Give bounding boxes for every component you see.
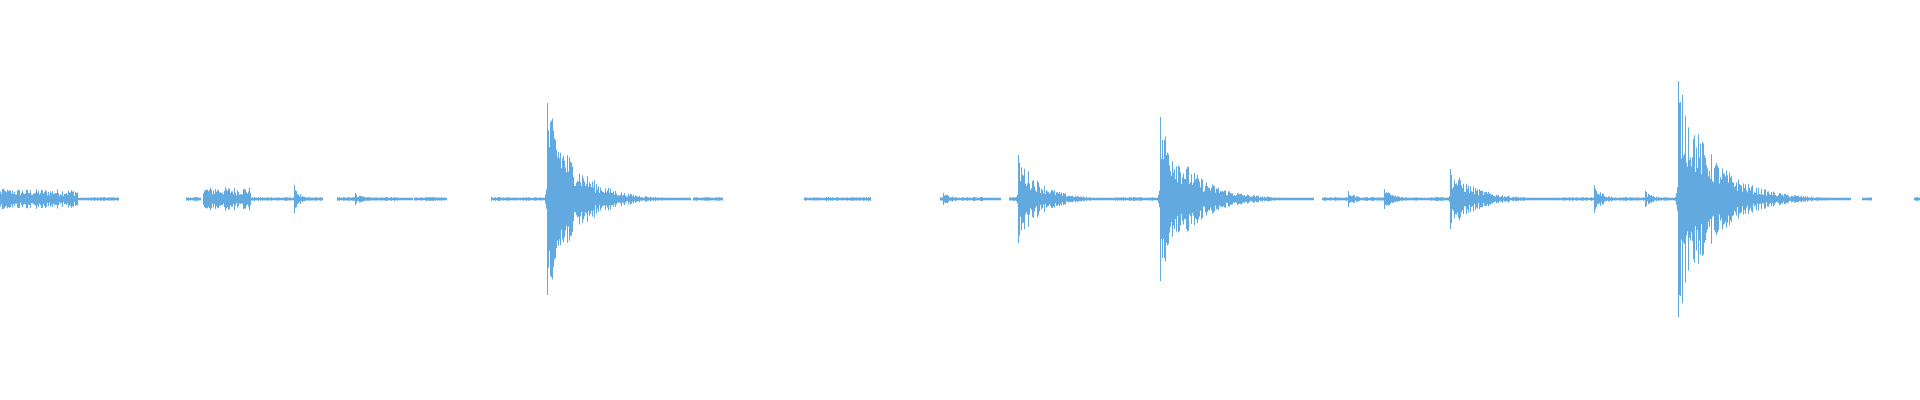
waveform-trace bbox=[0, 94, 1920, 304]
